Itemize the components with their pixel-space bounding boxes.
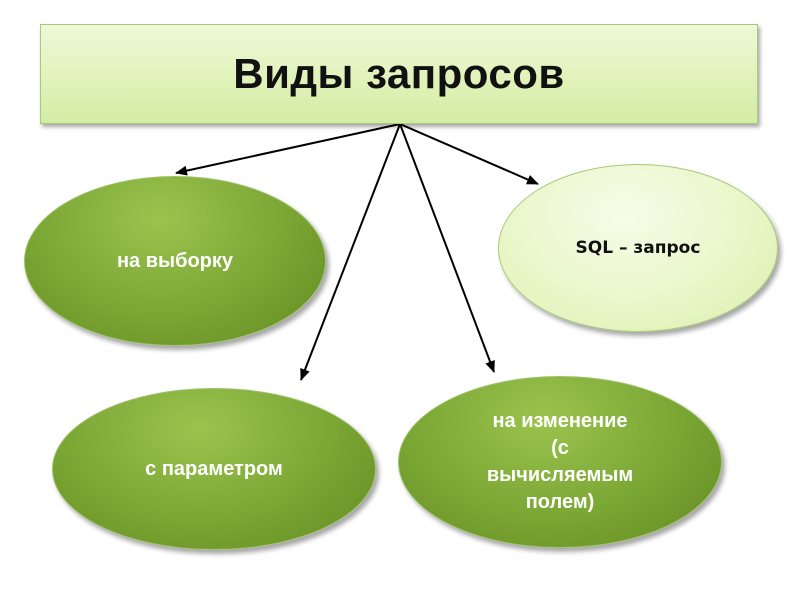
arrow-to-change (399, 123, 495, 373)
title-box: Виды запросов (40, 24, 758, 124)
node-label-select: на выборку (116, 249, 234, 272)
arrow-to-sql (399, 123, 539, 185)
node-label-change: на изменение (с вычисляемым полем) (486, 410, 634, 513)
diagram-title: Виды запросов (233, 50, 565, 97)
node-sql-query: SQL – запрос (498, 164, 778, 332)
node-parameter-query: с параметром (52, 388, 376, 550)
node-select-query: на выборку (24, 176, 326, 346)
node-label-param: с параметром (145, 457, 283, 480)
arrow-to-select (175, 123, 401, 176)
node-label-sql: SQL – запрос (575, 237, 701, 258)
node-change-query: на изменение (с вычисляемым полем) (398, 376, 722, 548)
arrow-to-param (300, 123, 401, 381)
